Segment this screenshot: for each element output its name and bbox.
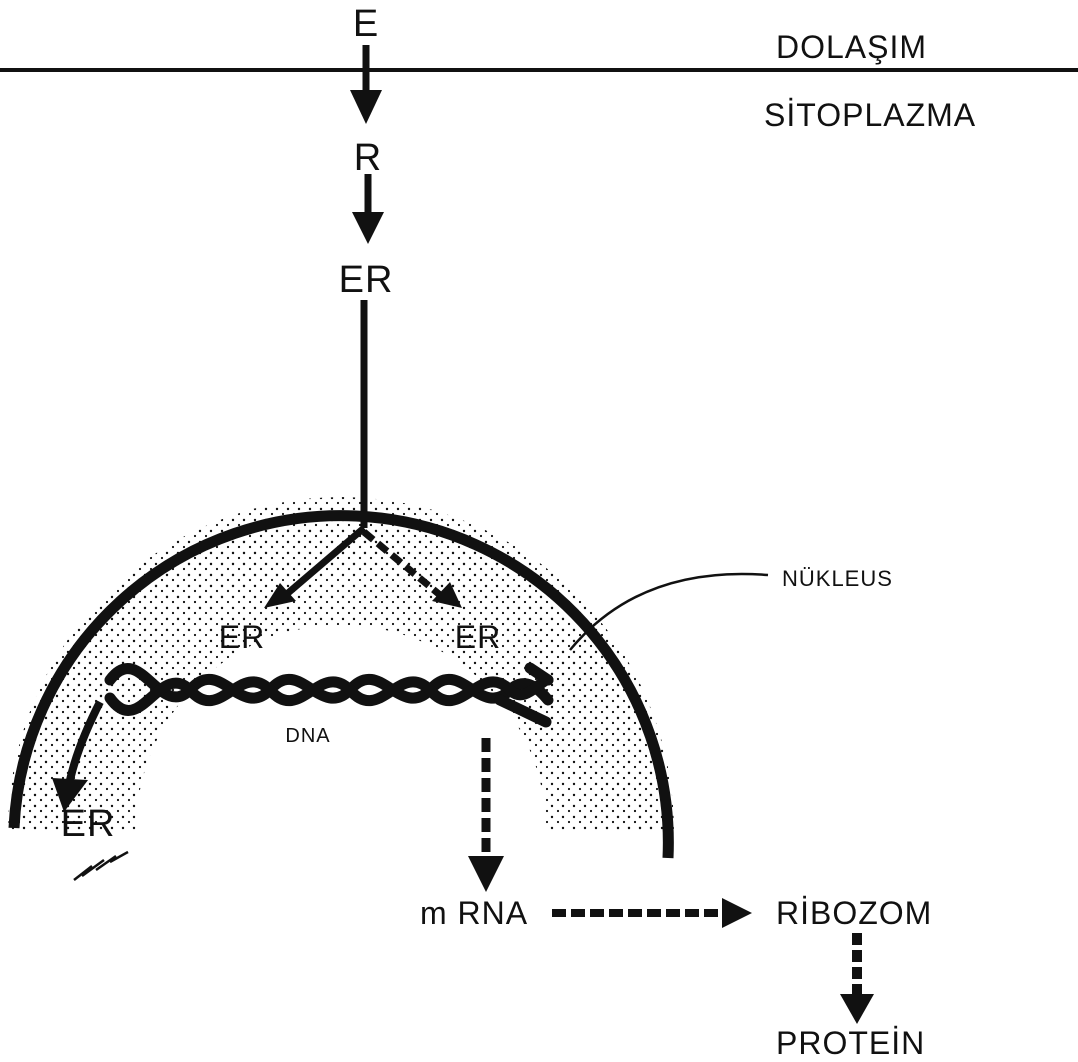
- label-sitoplazma: SİTOPLAZMA: [764, 97, 976, 133]
- label-e: E: [353, 3, 379, 45]
- arrow-mrna-to-ribozom: [552, 898, 752, 928]
- label-nukleus: NÜKLEUS: [782, 566, 893, 591]
- arrow-e-to-r: [350, 45, 382, 124]
- label-r: R: [354, 137, 382, 179]
- label-er-outer: ER: [61, 803, 116, 845]
- label-er-left: ER: [219, 619, 265, 655]
- arrow-dna-to-mrna: [468, 738, 504, 892]
- label-er-right: ER: [455, 619, 501, 655]
- arrow-r-to-er: [352, 174, 384, 244]
- arrow-ribozom-to-protein: [840, 933, 874, 1024]
- label-ribozom: RİBOZOM: [776, 895, 932, 931]
- label-mrna: m RNA: [420, 895, 528, 931]
- label-dolasim: DOLAŞIM: [776, 29, 927, 65]
- label-protein: PROTEİN: [776, 1025, 925, 1061]
- label-dna: DNA: [285, 725, 330, 747]
- ink-smudge: [74, 852, 128, 880]
- label-er-top: ER: [339, 259, 394, 301]
